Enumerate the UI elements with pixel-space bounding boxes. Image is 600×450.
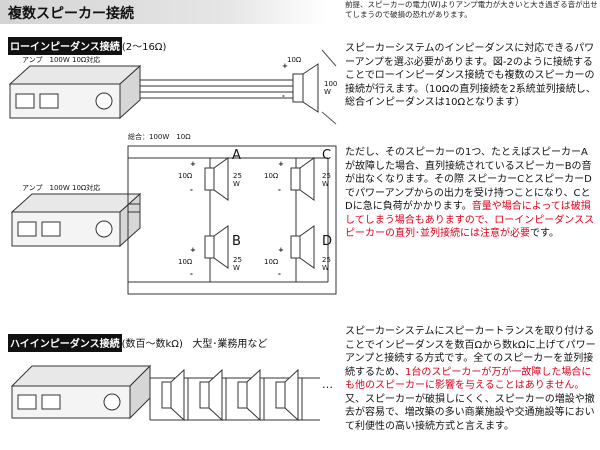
wiring-diagrams — [8, 49, 337, 422]
speaker-c-watt: 25 W — [322, 172, 331, 188]
speaker-b-letter: B — [232, 234, 241, 249]
amp-1 — [8, 64, 142, 120]
amp-3 — [10, 364, 152, 420]
speaker-a-letter: A — [232, 148, 241, 163]
low-impedance-range: (2〜16Ω) — [121, 42, 167, 53]
speaker-a-ohm: 10Ω — [178, 172, 193, 180]
hi-speaker-1 — [161, 368, 185, 422]
more-speakers-ellipsis: … — [322, 378, 333, 391]
speaker-b-watt: 25 W — [233, 256, 242, 272]
low-impedance-heading: ローインピーダンス接続(2〜16Ω) — [8, 37, 166, 55]
speaker-d-watt: 25 W — [322, 256, 331, 272]
speaker-a-plus: + — [190, 160, 196, 168]
low-impedance-paragraph-2: ただし、そのスピーカーの1つ、たとえばスピーカーAが故障した場合、直列接続されて… — [345, 146, 597, 241]
page-title: 複数スピーカー接続 — [8, 6, 134, 22]
speaker-d-plus: + — [278, 246, 284, 254]
speaker-b-minus: - — [190, 270, 193, 278]
top-note: 前提、スピーカーの電力(W)よりアンプ電力が大きいと大き過ぎる音が出せてしまうの… — [345, 0, 598, 19]
speaker-a — [204, 157, 229, 201]
hi-speaker-4 — [275, 368, 299, 422]
speaker-d-letter: D — [322, 234, 333, 249]
high-impedance-label: ハイインピーダンス接続 — [8, 334, 122, 352]
speaker-a-watt: 25 W — [233, 172, 242, 188]
speaker-d-minus: - — [278, 270, 281, 278]
title-bar: 複数スピーカー接続 — [0, 0, 328, 24]
paragraph-2-text: ただし、そのスピーカーの1つ、たとえばスピーカーAが故障した場合、直列接続されて… — [345, 147, 592, 212]
speaker-1-ohm: 10Ω — [287, 56, 302, 64]
speaker-c-ohm: 10Ω — [264, 172, 279, 180]
speaker-c — [290, 157, 315, 201]
speaker-b-plus: + — [190, 246, 196, 254]
paragraph-2-warning: 音量や場合によっては破損してしまう場合もありますので、ローインピーダンススピーカ… — [345, 201, 595, 239]
speaker-c-minus: - — [278, 186, 281, 194]
hi-speaker-2 — [199, 368, 223, 422]
total-label: 総合：100W 10Ω — [128, 133, 191, 141]
low-impedance-label: ローインピーダンス接続 — [8, 37, 122, 55]
high-paragraph-text-2: 又、スピーカーが破損しにくく、スピーカーの増設や撤去が容易で、増改築の多い商業施… — [345, 393, 595, 432]
speaker-b-ohm: 10Ω — [178, 258, 193, 266]
speaker-b — [204, 225, 229, 269]
speaker-1-watt: 100 W — [324, 80, 338, 96]
speaker-1-plus: + — [282, 62, 288, 70]
high-impedance-range: (数百〜数kΩ) — [121, 339, 183, 350]
speaker-a-minus: - — [190, 186, 193, 194]
speaker-d-ohm: 10Ω — [264, 258, 279, 266]
amp-2 — [10, 192, 142, 248]
speaker-1-minus: - — [282, 92, 285, 100]
high-impedance-note: 大型･業務用など — [192, 339, 268, 350]
high-paragraph-text-1: スピーカーシステムにスピーカートランスを取り付けることでインピーダンスを数百Ωか… — [345, 326, 596, 378]
amp-label-2: アンプ 100W 10Ω対応 — [22, 184, 101, 192]
speaker-d — [290, 225, 315, 269]
speaker-1 — [292, 63, 319, 113]
high-impedance-heading: ハイインピーダンス接続(数百〜数kΩ) 大型･業務用など — [8, 334, 267, 352]
hi-speaker-3 — [237, 368, 261, 422]
amp-label-1: アンプ 100W 10Ω対応 — [22, 56, 101, 64]
speaker-c-plus: + — [278, 160, 284, 168]
speaker-c-letter: C — [322, 148, 332, 163]
high-paragraph-highlight: 1台のスピーカーが万が一故障した場合にも他のスピーカーに影響を与えることはありま… — [345, 366, 592, 392]
high-impedance-paragraph: スピーカーシステムにスピーカートランスを取り付けることでインピーダンスを数百Ωか… — [345, 325, 597, 433]
paragraph-2-end: です。 — [530, 228, 559, 239]
low-impedance-paragraph-1: スピーカーシステムのインピーダンスに対応できるパワーアンプを選ぶ必要があります。… — [345, 43, 596, 108]
